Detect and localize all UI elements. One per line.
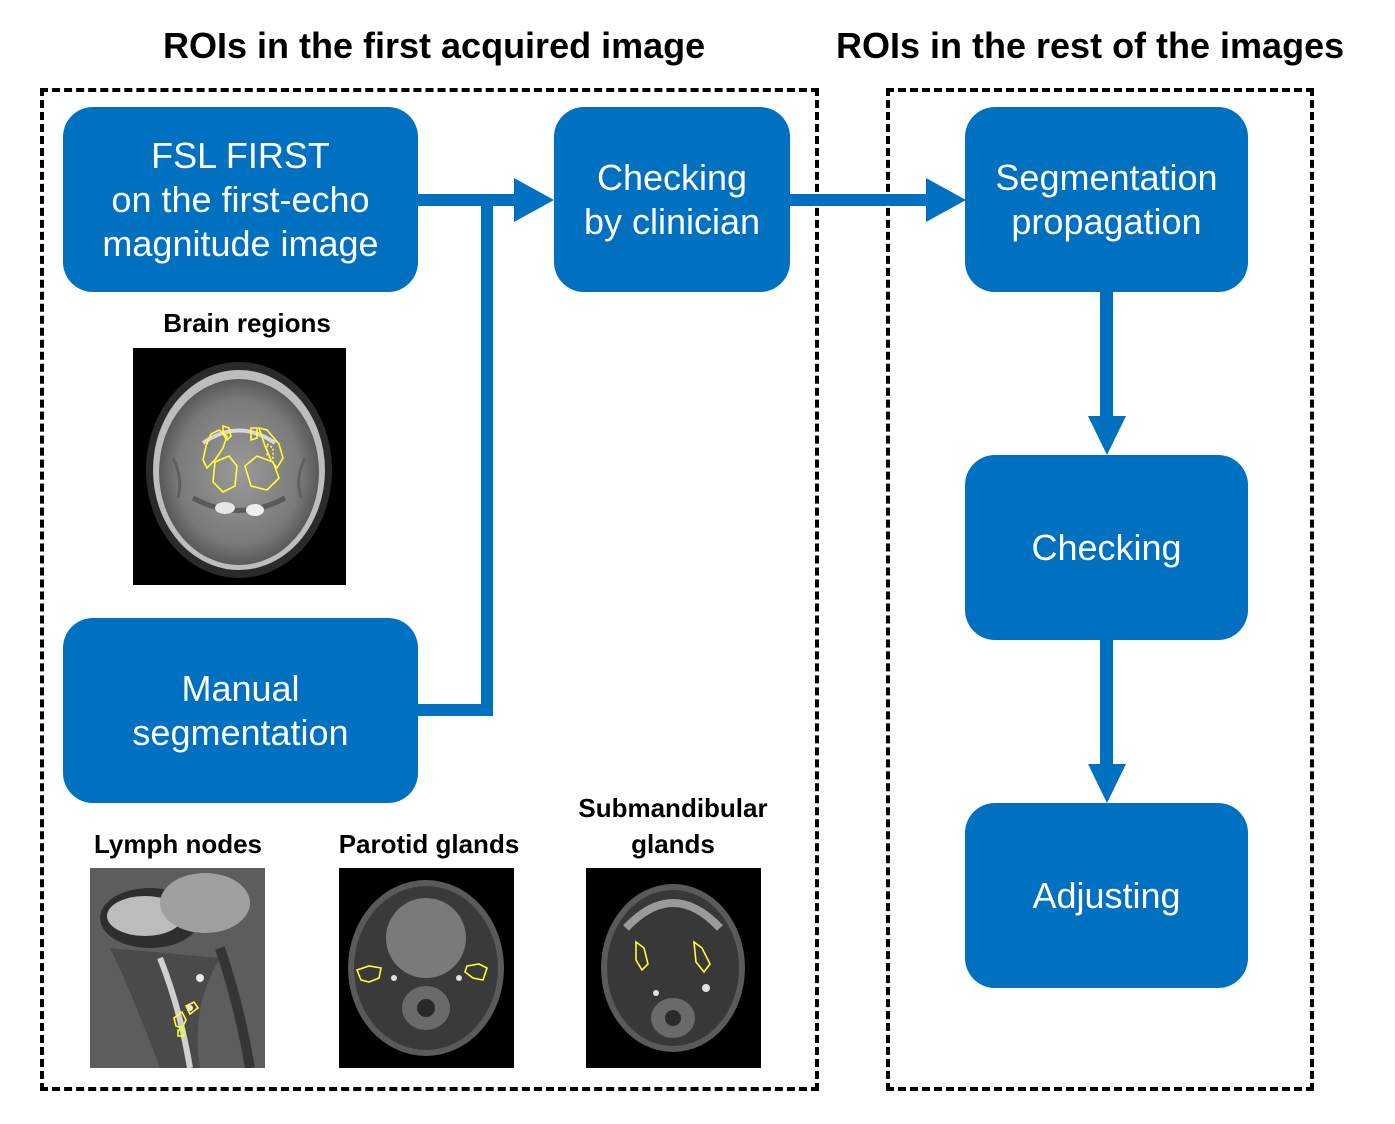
checking-box: Checking <box>965 455 1248 640</box>
submandibular-glands-mri-image <box>586 868 761 1068</box>
arrowhead-to-clinician <box>514 178 554 222</box>
submandibular-glands-caption: Submandibular glands <box>578 793 768 859</box>
lymph-nodes-caption: Lymph nodes <box>93 829 263 859</box>
arrowhead-to-adjusting <box>1088 764 1126 803</box>
parotid-glands-mri-image <box>339 868 514 1068</box>
manual-connector-vertical <box>481 194 493 716</box>
checking-to-adjusting-line <box>1100 640 1113 766</box>
propagation-to-checking-line <box>1100 292 1113 418</box>
arrowhead-to-checking <box>1088 416 1126 455</box>
adjusting-box: Adjusting <box>965 803 1248 988</box>
arrowhead-to-propagation <box>926 178 966 222</box>
right-dashed-frame <box>886 88 1314 1091</box>
right-section-heading: ROIs in the rest of the images <box>836 25 1345 66</box>
left-section-heading: ROIs in the first acquired image <box>163 25 706 66</box>
manual-connector-horizontal <box>417 704 493 716</box>
clinician-to-propagation-line <box>790 194 928 206</box>
fsl-first-box: FSL FIRST on the first-echo magnitude im… <box>63 107 418 292</box>
checking-by-clinician-box: Checking by clinician <box>554 107 790 292</box>
segmentation-propagation-box: Segmentation propagation <box>965 107 1248 292</box>
parotid-glands-caption: Parotid glands <box>338 829 520 859</box>
brain-mri-image <box>133 348 346 585</box>
left-dashed-frame <box>40 88 819 1091</box>
brain-regions-caption: Brain regions <box>163 308 331 338</box>
manual-segmentation-box: Manual segmentation <box>63 618 418 803</box>
lymph-nodes-mri-image <box>90 868 265 1068</box>
fsl-connector <box>417 194 517 206</box>
